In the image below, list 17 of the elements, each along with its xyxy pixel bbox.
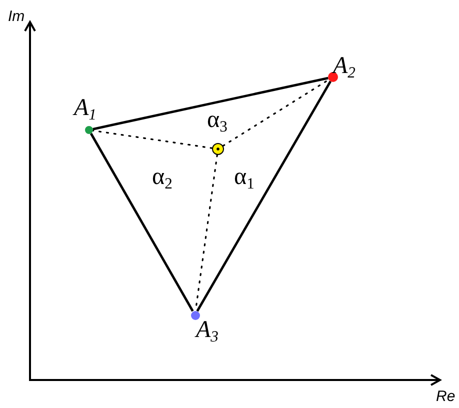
point-label: A$_{2}$ bbox=[333, 54, 356, 82]
angle-label: α$_{2}$ bbox=[152, 165, 172, 192]
triangle-side bbox=[92, 76, 328, 130]
triangle-side bbox=[90, 132, 194, 312]
vertex-point bbox=[85, 126, 93, 134]
axis-label: Re bbox=[436, 389, 456, 404]
dotted-line bbox=[222, 78, 330, 147]
axis-label: Im bbox=[8, 9, 25, 24]
triangle-side bbox=[196, 80, 332, 312]
vertex-point bbox=[190, 310, 200, 320]
point-label: A$_{3}$ bbox=[196, 318, 218, 346]
point-label: A$_{1}$ bbox=[74, 96, 96, 124]
dotted-line bbox=[92, 130, 213, 149]
vertex-point bbox=[328, 72, 338, 82]
angle-label: α$_{3}$ bbox=[207, 108, 228, 136]
center-point bbox=[212, 143, 224, 155]
angle-label: α$_{1}$ bbox=[234, 165, 254, 192]
